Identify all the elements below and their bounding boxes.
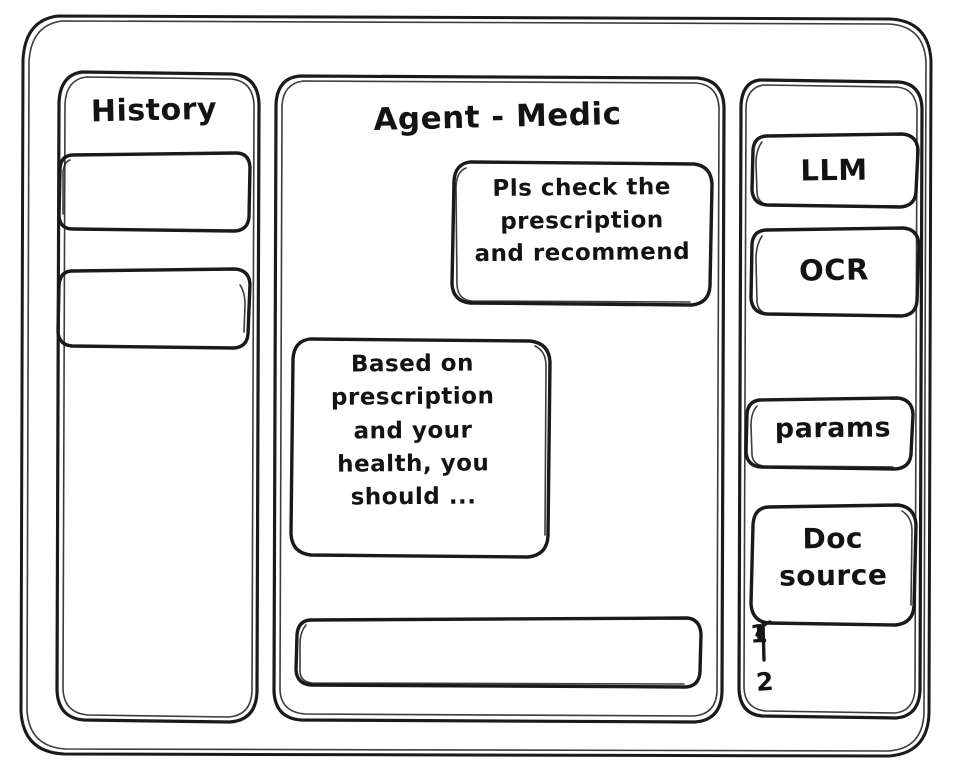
assistant-message-bubble <box>291 338 551 558</box>
user-message-outline <box>450 160 714 307</box>
history-item-2-outline <box>56 267 252 350</box>
history-item-2[interactable] <box>58 268 251 349</box>
source-1-leader <box>755 620 772 662</box>
doc-source-card[interactable] <box>751 504 917 626</box>
window-frame-outline <box>19 14 933 758</box>
doc-source-item-2[interactable] <box>752 660 812 700</box>
ocr-button[interactable] <box>751 227 920 317</box>
ocr-button-outline <box>749 226 921 318</box>
composer-input-outline <box>294 616 703 689</box>
llm-button[interactable] <box>751 133 919 208</box>
left-panel-outline <box>55 70 261 724</box>
user-message-bubble <box>452 161 713 306</box>
history-item-1[interactable] <box>58 152 251 232</box>
main-panel-outline <box>272 74 726 724</box>
doc-source-item-1[interactable] <box>748 612 808 652</box>
assistant-message-outline <box>289 337 552 559</box>
composer-input[interactable] <box>296 617 702 688</box>
llm-button-outline <box>750 132 920 209</box>
right-panel-outline <box>737 78 924 720</box>
params-button-outline <box>744 396 915 471</box>
params-button[interactable] <box>746 397 914 469</box>
history-item-1-outline <box>57 151 252 233</box>
doc-source-outline <box>749 503 918 627</box>
